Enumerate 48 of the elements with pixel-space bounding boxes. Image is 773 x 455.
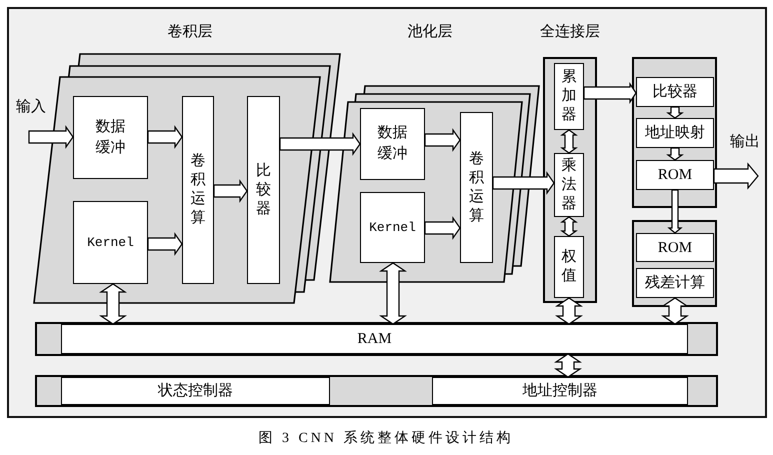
process-box: 状态控制器	[61, 377, 330, 405]
process-box: Kernel	[73, 201, 148, 284]
process-box: 数据缓冲	[73, 96, 148, 179]
group-panel	[632, 220, 717, 307]
block-arrow	[666, 106, 684, 119]
double-arrow	[560, 216, 578, 237]
block-arrow	[279, 132, 361, 156]
double-arrow	[99, 283, 127, 325]
double-arrow	[379, 262, 407, 325]
process-box: 累加器	[554, 63, 584, 130]
group-panel	[35, 375, 718, 407]
group-panel	[35, 322, 718, 356]
process-box: 权值	[554, 236, 584, 298]
block-arrow	[666, 147, 684, 161]
process-box: 地址映射	[636, 118, 714, 148]
block-arrow	[667, 189, 683, 234]
figure-caption: 图 3 CNN 系统整体硬件设计结构	[258, 430, 514, 448]
block-arrow	[147, 125, 183, 149]
process-box: RAM	[61, 324, 688, 354]
process-box: 比较器	[636, 77, 714, 107]
double-arrow	[661, 297, 689, 325]
layer-title: 池化层	[408, 23, 452, 41]
edge-label: 输入	[16, 98, 46, 116]
process-box: 残差计算	[636, 268, 714, 298]
double-arrow	[560, 129, 578, 154]
process-box: 卷积运算	[182, 96, 214, 284]
block-arrow	[213, 179, 248, 203]
block-arrow	[713, 162, 759, 190]
process-box: 地址控制器	[432, 377, 688, 405]
block-arrow	[147, 232, 183, 256]
block-arrow	[583, 82, 637, 104]
process-box: Kernel	[360, 192, 425, 263]
process-box: 数据缓冲	[360, 108, 425, 180]
group-panel	[632, 57, 717, 208]
process-box: ROM	[636, 160, 714, 190]
edge-label: 输出	[730, 133, 760, 151]
process-box: 乘法器	[554, 153, 584, 217]
double-arrow	[555, 297, 583, 325]
layer-title: 卷积层	[168, 23, 212, 41]
block-arrow	[424, 128, 461, 152]
block-arrow	[424, 216, 461, 240]
process-box: 卷积运算	[460, 112, 493, 263]
process-box: ROM	[636, 233, 714, 262]
block-arrow	[28, 125, 74, 149]
double-arrow	[554, 353, 582, 378]
block-arrow	[492, 171, 555, 195]
process-box: 比较器	[247, 96, 280, 284]
layer-title: 全连接层	[540, 23, 600, 41]
